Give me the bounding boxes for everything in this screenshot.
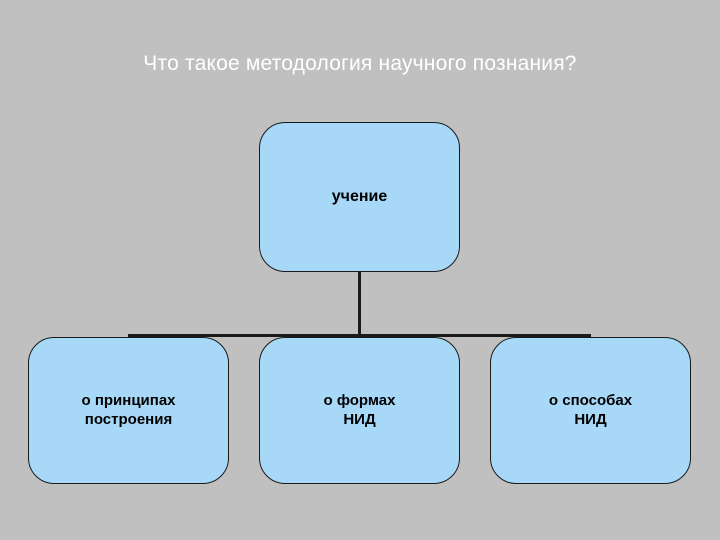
connector-root-vertical — [358, 272, 361, 336]
diagram-node-root-label: учение — [331, 188, 388, 205]
connector-stub-right — [588, 334, 591, 339]
diagram-node-methods: о способах НИД — [490, 337, 691, 484]
diagram-node-principles-line1: о принципах — [81, 391, 176, 409]
diagram-node-root: учение — [259, 122, 460, 272]
diagram-node-methods-line1: о способах — [548, 391, 633, 409]
diagram-node-forms-line1: о формах — [323, 391, 396, 409]
diagram-node-principles-line2: построения — [84, 410, 173, 428]
diagram-node-methods-line2: НИД — [574, 410, 607, 428]
page-title: Что такое методология научного познания? — [143, 52, 577, 75]
diagram-node-principles: о принципах построения — [28, 337, 229, 484]
connector-stub-left — [128, 334, 131, 339]
diagram-node-forms: о формах НИД — [259, 337, 460, 484]
diagram-node-forms-line2: НИД — [343, 410, 376, 428]
connector-horizontal-bus — [128, 334, 591, 337]
